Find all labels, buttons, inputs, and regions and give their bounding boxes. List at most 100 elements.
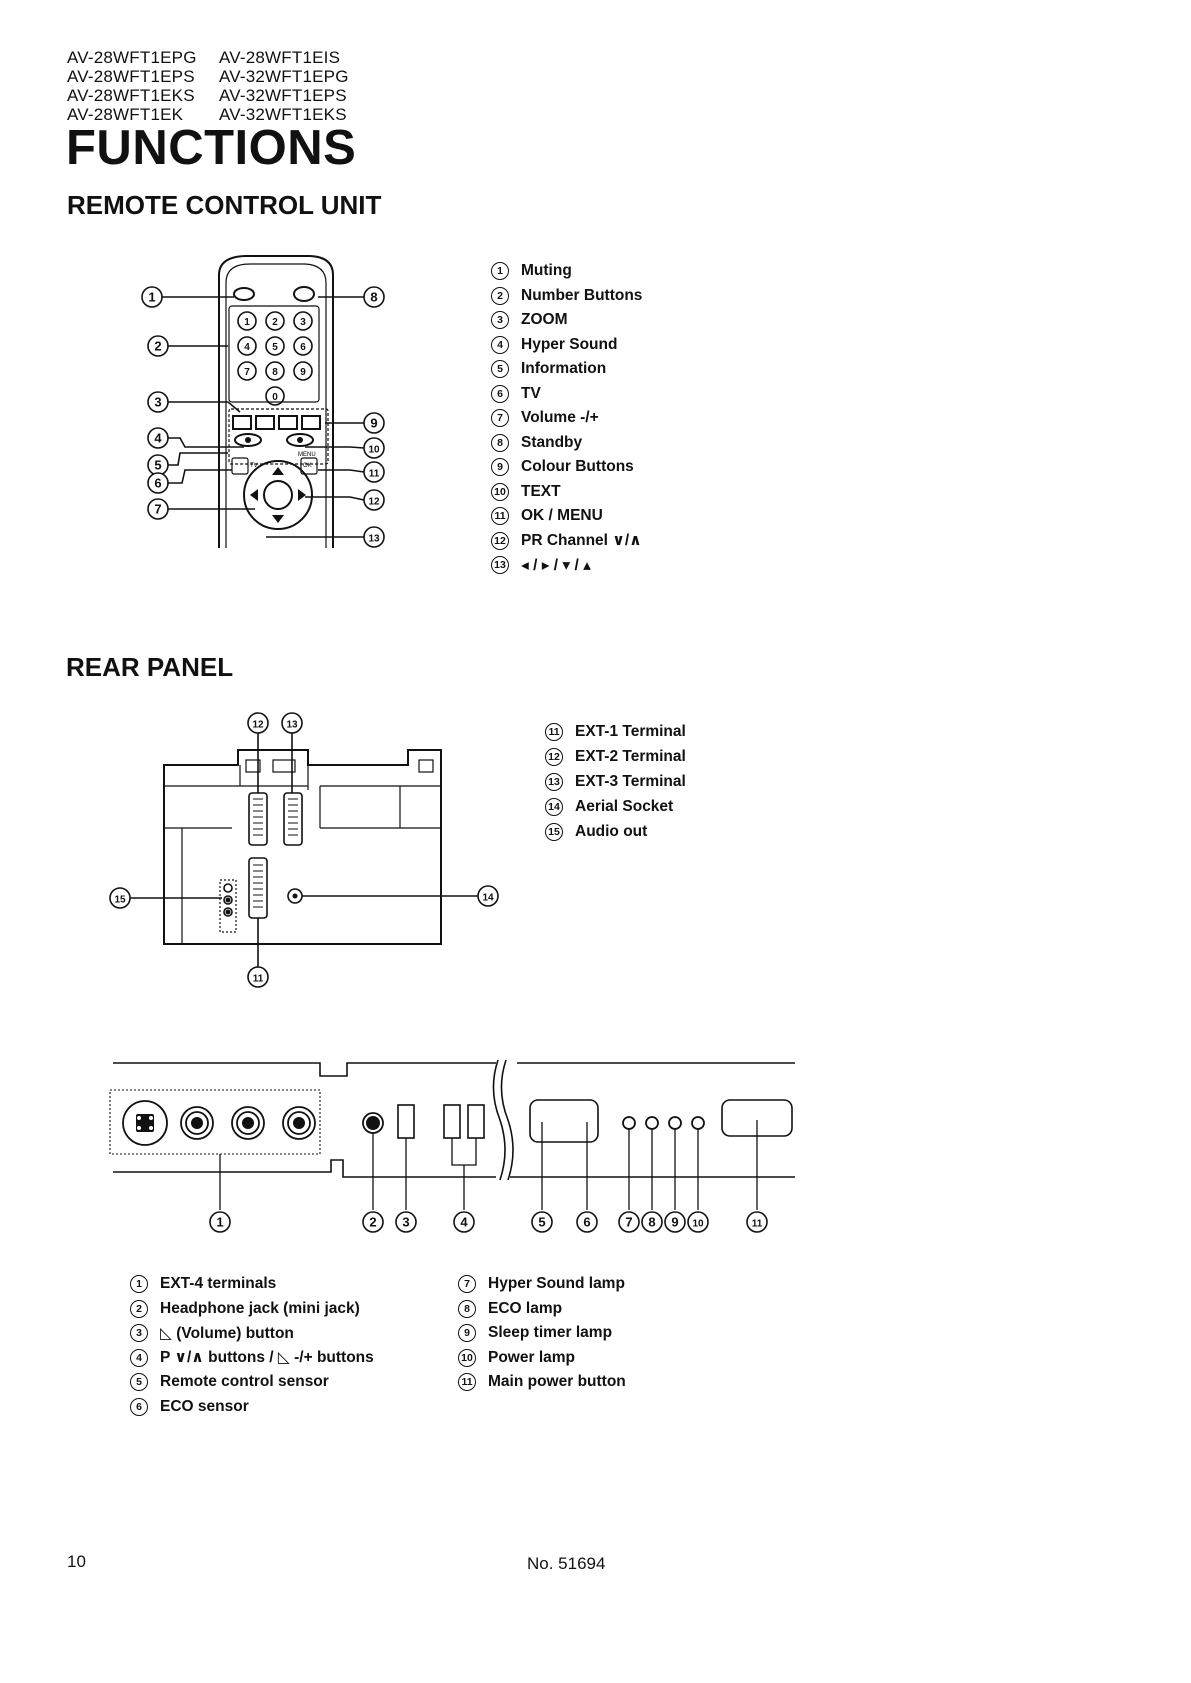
callout-number: 12 bbox=[363, 489, 385, 511]
item-number: 1 bbox=[130, 1275, 148, 1294]
svg-text:4: 4 bbox=[460, 1215, 468, 1230]
legend-item: 12 PR Channel ∨/∧ bbox=[491, 529, 642, 554]
callout-number: 14 bbox=[477, 885, 499, 907]
item-label: PR Channel ∨/∧ bbox=[521, 532, 642, 550]
item-label: EXT-2 Terminal bbox=[575, 747, 686, 765]
item-label: Headphone jack (mini jack) bbox=[160, 1299, 360, 1317]
svg-text:6: 6 bbox=[583, 1215, 590, 1230]
item-number: 9 bbox=[458, 1324, 476, 1343]
svg-text:1: 1 bbox=[244, 317, 250, 328]
legend-item: 4 P ∨/∧ buttons / ◺ -/+ buttons bbox=[130, 1346, 374, 1371]
svg-text:8: 8 bbox=[370, 290, 377, 305]
item-label: ◺ (Volume) button bbox=[160, 1324, 294, 1342]
number-key: 2 bbox=[265, 311, 285, 331]
callout-number: 13 bbox=[281, 712, 303, 734]
callout-number: 13 bbox=[363, 526, 385, 548]
item-number: 13 bbox=[491, 556, 509, 575]
svg-text:6: 6 bbox=[300, 342, 306, 353]
item-label: Aerial Socket bbox=[575, 797, 674, 815]
callout-number: 4 bbox=[147, 427, 169, 449]
svg-text:5: 5 bbox=[272, 342, 278, 353]
callout-number: 10 bbox=[687, 1211, 709, 1233]
callout-number: 5 bbox=[531, 1211, 553, 1233]
svg-text:5: 5 bbox=[154, 458, 161, 473]
item-number: 15 bbox=[545, 822, 563, 841]
item-label: Number Buttons bbox=[521, 286, 643, 304]
callout-number: 1 bbox=[141, 286, 163, 308]
svg-text:4: 4 bbox=[154, 431, 162, 446]
item-label: Sleep timer lamp bbox=[488, 1324, 613, 1342]
item-number: 6 bbox=[130, 1397, 148, 1416]
item-label: Colour Buttons bbox=[521, 458, 634, 476]
item-label: Main power button bbox=[488, 1373, 626, 1391]
callout-number: 10 bbox=[363, 437, 385, 459]
svg-text:10: 10 bbox=[368, 445, 380, 456]
legend-item: 5 Remote control sensor bbox=[130, 1370, 374, 1395]
model-number: AV-28WFT1EIS bbox=[219, 48, 341, 67]
number-key: 7 bbox=[237, 361, 257, 381]
item-number: 11 bbox=[458, 1373, 476, 1392]
item-label: Remote control sensor bbox=[160, 1373, 329, 1391]
item-label: EXT-4 terminals bbox=[160, 1275, 277, 1293]
svg-text:1: 1 bbox=[216, 1215, 223, 1230]
svg-text:7: 7 bbox=[625, 1215, 632, 1230]
item-number: 5 bbox=[130, 1373, 148, 1392]
model-number: AV-28WFT1EPS bbox=[67, 67, 195, 86]
remote-heading: REMOTE CONTROL UNIT bbox=[67, 190, 382, 220]
callout-number: 8 bbox=[363, 286, 385, 308]
svg-text:14: 14 bbox=[482, 893, 494, 904]
svg-text:3: 3 bbox=[154, 395, 161, 410]
svg-text:5: 5 bbox=[538, 1215, 545, 1230]
svg-text:1: 1 bbox=[148, 290, 155, 305]
svg-text:7: 7 bbox=[154, 502, 161, 517]
svg-text:10: 10 bbox=[692, 1219, 704, 1230]
item-label: ECO sensor bbox=[160, 1397, 249, 1415]
number-key: 1 bbox=[237, 311, 257, 331]
item-number: 10 bbox=[491, 482, 509, 501]
number-key: 8 bbox=[265, 361, 285, 381]
item-label: EXT-3 Terminal bbox=[575, 772, 686, 790]
model-number: AV-28WFT1EKS bbox=[67, 86, 195, 105]
callout-number: 11 bbox=[247, 966, 269, 988]
callout-number: 8 bbox=[641, 1211, 663, 1233]
svg-text:0: 0 bbox=[272, 392, 278, 403]
item-number: 13 bbox=[545, 772, 563, 791]
item-number: 4 bbox=[130, 1348, 148, 1367]
svg-text:11: 11 bbox=[369, 469, 380, 480]
svg-text:9: 9 bbox=[300, 367, 306, 378]
item-label: P ∨/∧ buttons / ◺ -/+ buttons bbox=[160, 1349, 374, 1367]
number-key: 0 bbox=[265, 386, 285, 406]
callout-number: 12 bbox=[247, 712, 269, 734]
svg-text:4: 4 bbox=[244, 342, 250, 353]
svg-text:13: 13 bbox=[368, 534, 380, 545]
legend-item: 13 EXT-3 Terminal bbox=[545, 769, 686, 794]
item-label: ECO lamp bbox=[488, 1299, 563, 1317]
item-label: Power lamp bbox=[488, 1348, 575, 1366]
model-number: AV-28WFT1EK bbox=[67, 105, 184, 124]
item-number: 5 bbox=[491, 360, 509, 379]
number-key: 4 bbox=[237, 336, 257, 356]
svg-text:11: 11 bbox=[253, 974, 264, 985]
item-label: Volume -/+ bbox=[521, 409, 599, 427]
item-number: 12 bbox=[491, 531, 509, 550]
callout-number: 11 bbox=[363, 461, 385, 483]
item-number: 3 bbox=[130, 1324, 148, 1343]
menu-key-label: MENU bbox=[298, 452, 316, 458]
item-label: TV bbox=[521, 384, 541, 402]
callout-number: 4 bbox=[453, 1211, 475, 1233]
svg-text:8: 8 bbox=[272, 367, 278, 378]
legend-item: 6 ECO sensor bbox=[130, 1395, 374, 1420]
number-key: 6 bbox=[293, 336, 313, 356]
page-title: FUNCTIONS bbox=[66, 121, 357, 175]
legend-item: 11 Main power button bbox=[458, 1370, 626, 1395]
callout-number: 3 bbox=[147, 391, 169, 413]
